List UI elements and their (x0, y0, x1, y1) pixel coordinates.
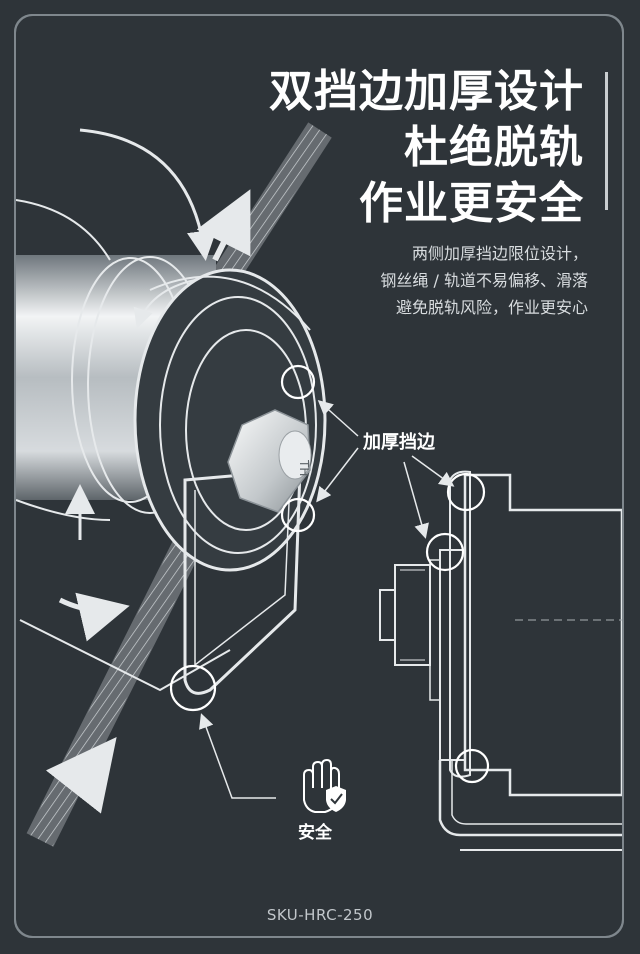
callout-leaders (199, 399, 455, 799)
description-line-3: 避免脱轨风险，作业更安心 (395, 298, 588, 317)
side-bracket (19, 468, 302, 695)
headline-line-3: 作业更安全 (359, 178, 584, 229)
sku-code: SKU-HRC-250 (266, 906, 374, 924)
description-line-1: 两侧加厚挡边限位设计， (411, 244, 588, 263)
description-line-2: 钢丝绳 / 轨道不易偏移、滑落 (380, 271, 588, 290)
thick-flange-callout-label: 加厚挡边 (360, 428, 438, 454)
headline-line-2: 杜绝脱轨 (404, 122, 584, 173)
bolt-marking: TH (297, 459, 311, 476)
hand-with-shield-check-icon (303, 758, 346, 813)
flange-highlight-circles (169, 364, 490, 784)
flange-cross-section (379, 470, 624, 851)
headline-accent-bar (605, 72, 608, 210)
safety-label: 安全 (298, 823, 332, 843)
description: 两侧加厚挡边限位设计， 钢丝绳 / 轨道不易偏移、滑落 避免脱轨风险，作业更安心 (380, 240, 588, 321)
motion-arrows (45, 128, 251, 814)
hex-bolt: TH (227, 409, 312, 513)
headline: 双挡边加厚设计 杜绝脱轨 作业更安全 (269, 64, 584, 232)
headline-line-1: 双挡边加厚设计 (269, 66, 584, 117)
